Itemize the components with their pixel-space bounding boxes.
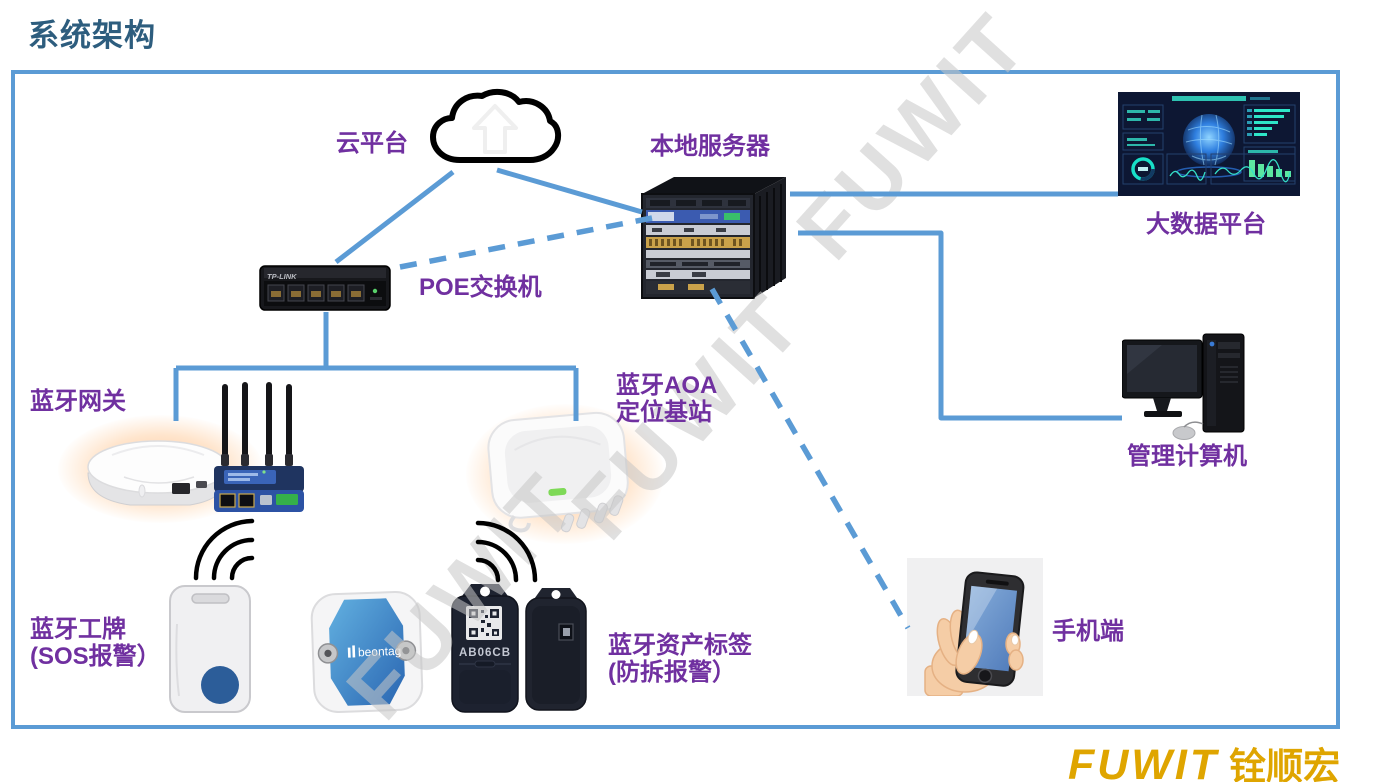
asset-tag-back-image [523,586,589,717]
mobile-label: 手机端 [1052,618,1124,645]
asset-tag-beontag-image: beontag [306,583,429,724]
poe-switch-image: TP-LINK [258,260,392,319]
aoa-station-label: 蓝牙AOA 定位基站 [616,372,717,426]
local-server-image [636,170,790,309]
big-data-label: 大数据平台 [1146,211,1266,238]
bt-badge-image [167,584,253,719]
big-data-dashboard-image [1118,92,1300,201]
logo-en-text: FUWIT [1068,741,1220,782]
beontag-brand-text: beontag [358,644,402,660]
asset-tags-label-line1: 蓝牙资产标签 [608,632,752,659]
bt-gateway-label: 蓝牙网关 [30,388,126,415]
switch-brand-text: TP-LINK [267,272,297,281]
cloud-label: 云平台 [336,130,408,157]
bt-gateway-ap-image [72,425,244,522]
asset-tags-label: 蓝牙资产标签 (防拆报警） [608,632,752,686]
asset-tag-qr-image: AB06CB [447,582,523,719]
mgmt-computer-label: 管理计算机 [1127,443,1247,470]
local-server-label: 本地服务器 [650,133,770,160]
bt-badge-label-line1: 蓝牙工牌 [30,616,126,643]
bt-gateway-router-image [212,382,308,523]
cloud-icon [424,86,566,179]
mgmt-computer-image [1121,332,1248,449]
logo-cn-text: 铨顺宏 [1229,746,1341,782]
aoa-station-image [478,405,646,545]
mobile-phone-image [907,558,1043,701]
aoa-station-label-line2: 定位基站 [616,399,712,426]
diagram-frame [11,70,1340,729]
bt-badge-label: 蓝牙工牌 (SOS报警） [30,616,161,670]
aoa-station-label-line1: 蓝牙AOA [616,372,718,399]
bt-badge-label-line2: (SOS报警） [30,643,161,670]
poe-switch-label: POE交换机 [419,274,542,301]
tag-code-text: AB06CB [459,647,511,659]
asset-tags-label-line2: (防拆报警） [608,659,736,686]
page-title: 系统架构 [28,18,156,53]
